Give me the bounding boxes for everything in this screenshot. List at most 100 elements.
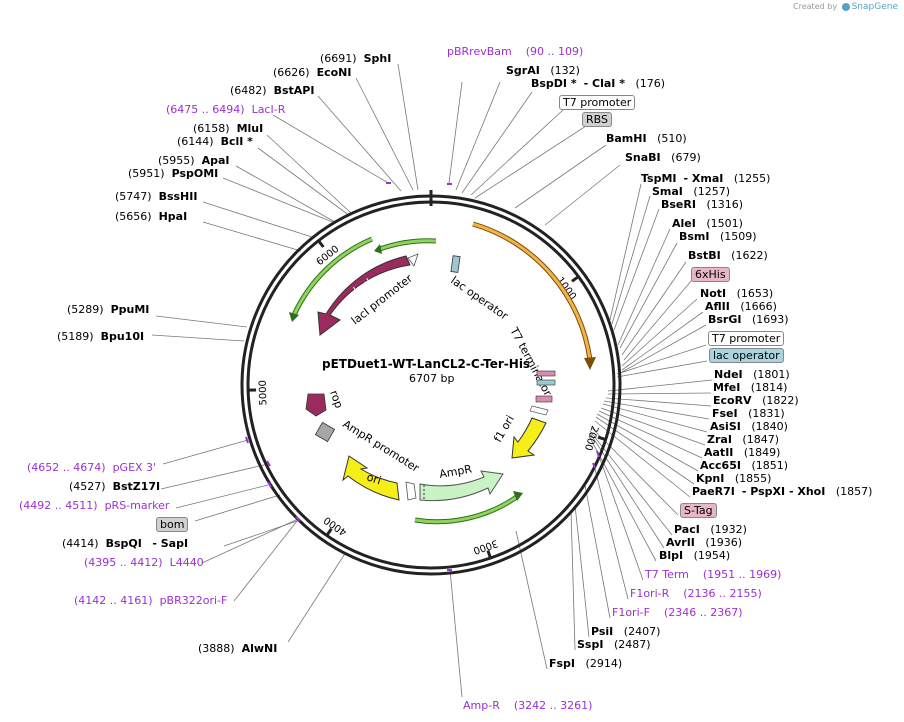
primer-amp-r[interactable]: Amp-R (3242 .. 3261) [463, 699, 593, 712]
leader-line [515, 530, 548, 670]
f1-ori-arrow [511, 417, 547, 459]
primer-pgex3[interactable]: (4652 .. 4674) pGEX 3' [27, 461, 157, 474]
site-bstapi[interactable]: (6482) BstAPI [230, 84, 315, 97]
site-bsshii[interactable]: (5747) BssHII [115, 190, 198, 203]
leader-line [155, 315, 248, 328]
feature-box-6xhis[interactable]: 6xHis [691, 267, 730, 282]
f1-ori-label: f1 ori [491, 413, 517, 444]
site-mfei[interactable]: MfeI (1814) [713, 381, 788, 394]
feature-box-t7-promoter[interactable]: T7 promoter [559, 95, 636, 110]
primer-ticks [245, 182, 600, 571]
site-bpu10i[interactable]: (5189) Bpu10I [57, 330, 145, 343]
primer-f1ori-r[interactable]: F1ori-R (2136 .. 2155) [630, 587, 762, 600]
site-sgrai[interactable]: SgrAI (132) [506, 64, 580, 77]
site-bsmi[interactable]: BsmI (1509) [679, 230, 757, 243]
plasmid-name: pETDuet1-WT-LanCL2-C-Ter-His [322, 357, 531, 371]
feature-box-t7-promoter-2[interactable]: T7 promoter [708, 331, 785, 346]
site-bstz17i[interactable]: (4527) BstZ17I [69, 480, 161, 493]
primer-pbr322ori-f[interactable]: (4142 .. 4161) pBR322ori-F [74, 594, 228, 607]
site-tspmi[interactable]: TspMI - XmaI (1255) [641, 172, 771, 185]
ruler-tick-label: 3000 [472, 537, 500, 556]
site-sspi[interactable]: SspI (2487) [577, 638, 651, 651]
t7-promoter-marker [529, 405, 549, 416]
rop-arrow [305, 393, 327, 417]
primer-pbrrevbam[interactable]: pBRrevBam (90 .. 109) [447, 45, 584, 58]
site-acc65i[interactable]: Acc65I (1851) [700, 459, 789, 472]
site-paer7i[interactable]: PaeR7I - PspXI - XhoI (1857) [692, 485, 873, 498]
leader-line [160, 463, 269, 490]
leader-line [202, 201, 316, 239]
primer-l4440[interactable]: (4395 .. 4412) L4440 [84, 556, 204, 569]
site-kpni[interactable]: KpnI (1855) [696, 472, 772, 485]
site-pspomi[interactable]: (5951) PspOMI [128, 167, 219, 180]
leader-line [514, 144, 607, 209]
site-bsrgi[interactable]: BsrGI (1693) [708, 313, 789, 326]
site-aatii[interactable]: AatII (1849) [704, 446, 781, 459]
primer-t7-term[interactable]: T7 Term (1951 .. 1969) [645, 568, 782, 581]
leader-line [470, 109, 564, 196]
feature-box-rbs[interactable]: RBS [582, 112, 612, 127]
site-blpi[interactable]: BlpI (1954) [659, 549, 731, 562]
green-arrow-top [379, 239, 437, 251]
feature-box-s-tag[interactable]: S-Tag [680, 503, 717, 518]
site-apai[interactable]: (5955) ApaI [158, 154, 230, 167]
site-fspi[interactable]: FspI (2914) [549, 657, 623, 670]
lac-operator-label: lac operator [448, 274, 510, 323]
site-bamhi[interactable]: BamHI (510) [606, 132, 687, 145]
leader-line [616, 344, 707, 375]
site-noti[interactable]: NotI (1653) [700, 287, 774, 300]
site-sphi[interactable]: (6691) SphI [320, 52, 392, 65]
credit-prefix: Created by [793, 2, 838, 11]
site-econi[interactable]: (6626) EcoNI [273, 66, 352, 79]
site-bseri[interactable]: BseRI (1316) [661, 198, 744, 211]
his-tag-marker [536, 370, 556, 377]
leader-line [603, 400, 710, 420]
site-psii[interactable]: PsiI (2407) [591, 625, 661, 638]
feature-box-bom[interactable]: bom [156, 517, 189, 532]
site-snabi[interactable]: SnaBI (679) [625, 151, 701, 164]
leader-line [194, 494, 281, 522]
site-ecorv[interactable]: EcoRV (1822) [713, 394, 799, 407]
leader-line [609, 183, 642, 321]
s-tag-marker [535, 395, 553, 403]
site-bcli[interactable]: (6144) BclI * [177, 135, 253, 148]
primer-f1ori-f[interactable]: F1ori-F (2346 .. 2367) [612, 606, 743, 619]
site-bspqi[interactable]: (4414) BspQI - SapI [62, 537, 189, 550]
site-avrii[interactable]: AvrII (1936) [666, 536, 742, 549]
site-ndei[interactable]: NdeI (1801) [714, 368, 790, 381]
primer-prs-marker[interactable]: (4492 .. 4511) pRS-marker [19, 499, 170, 512]
site-aflii[interactable]: AflII (1666) [705, 300, 777, 313]
leader-line [272, 114, 391, 185]
primer-laci-r[interactable]: (6475 .. 6494) LacI-R [166, 103, 286, 116]
backbone-inner [246, 200, 616, 570]
site-ppumi[interactable]: (5289) PpuMI [67, 303, 150, 316]
site-alwni[interactable]: (3888) AlwNI [198, 642, 278, 655]
ruler-tick [325, 528, 333, 537]
feature-box-lac-operator[interactable]: lac operator [709, 348, 784, 363]
site-bspdi[interactable]: BspDI * - ClaI * (176) [531, 77, 666, 90]
leader-line [201, 518, 299, 564]
leader-line [593, 464, 629, 600]
leader-line [605, 397, 712, 407]
ruler-tick [317, 239, 325, 248]
orange-arrow-head [584, 357, 596, 370]
leader-line [317, 95, 402, 192]
site-smai[interactable]: SmaI (1257) [652, 185, 730, 198]
green-arrow-bottom [414, 494, 519, 524]
site-hpai[interactable]: (5656) HpaI [115, 210, 188, 223]
leader-line [584, 484, 611, 619]
site-bstbi[interactable]: BstBI (1622) [688, 249, 768, 262]
leader-line [162, 439, 249, 465]
site-fsei[interactable]: FseI (1831) [712, 407, 785, 420]
leader-line [397, 63, 419, 191]
site-zrai[interactable]: ZraI (1847) [707, 433, 779, 446]
site-paci[interactable]: PacI (1932) [674, 523, 747, 536]
site-alei[interactable]: AleI (1501) [672, 217, 743, 230]
leader-line [621, 311, 704, 371]
site-mlui[interactable]: (6158) MluI [193, 122, 264, 135]
leader-line [461, 91, 533, 194]
leader-line [594, 420, 691, 498]
leader-line [623, 279, 693, 361]
site-asisi[interactable]: AsiSI (1840) [710, 420, 788, 433]
